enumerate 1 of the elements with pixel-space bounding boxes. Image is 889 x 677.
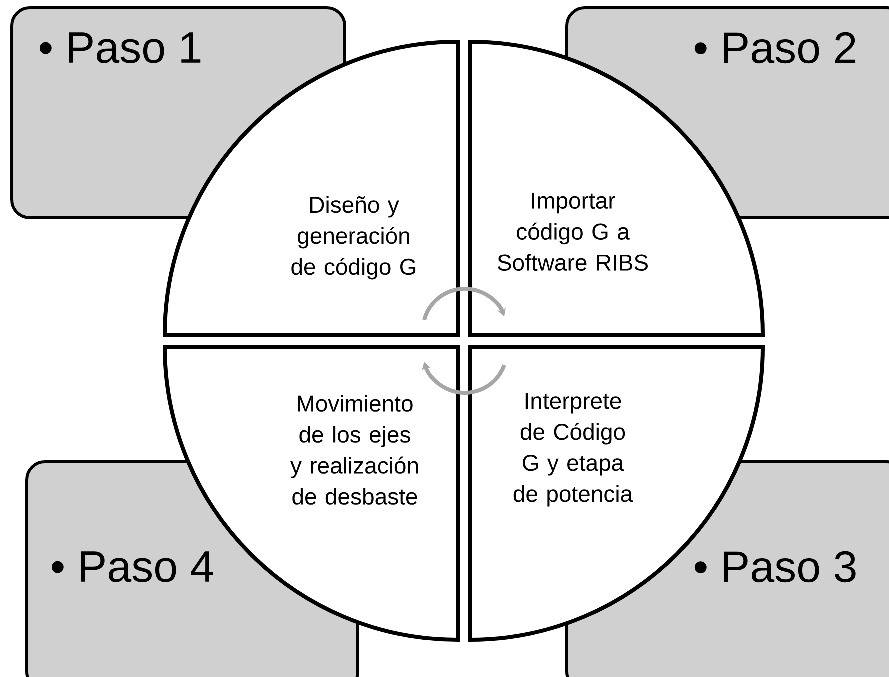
cycle-arrow [422, 287, 506, 321]
